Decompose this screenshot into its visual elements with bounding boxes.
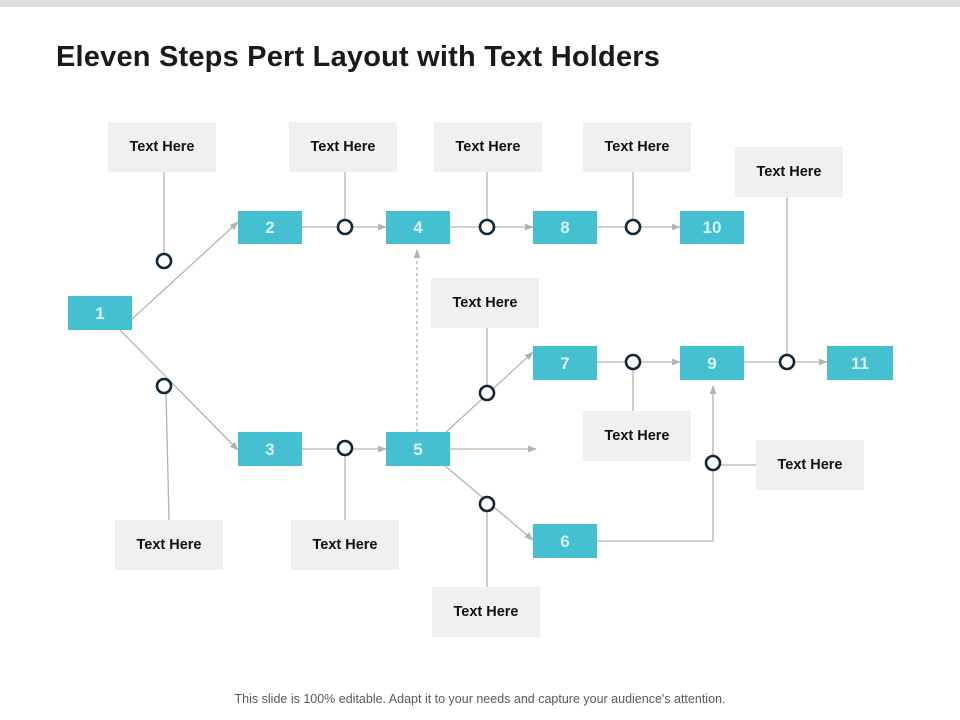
step-node-6[interactable]: 6	[533, 524, 597, 558]
text-holder-label: Text Here	[129, 138, 195, 155]
edge-1-to-2	[119, 221, 239, 331]
top-accent-bar	[0, 0, 960, 7]
text-holder-label: Text Here	[604, 138, 670, 155]
milestone-node-8[interactable]	[478, 495, 496, 513]
milestone-node-4[interactable]	[478, 218, 496, 236]
text-holder-11[interactable]: Text Here	[432, 587, 540, 637]
leader-line-th9	[165, 391, 170, 521]
step-node-8[interactable]: 8	[533, 211, 597, 244]
milestone-node-6[interactable]	[336, 439, 354, 457]
text-holder-8[interactable]: Text Here	[756, 440, 864, 490]
step-node-label: 4	[413, 218, 423, 237]
footer-note: This slide is 100% editable. Adapt it to…	[234, 692, 726, 706]
step-node-3[interactable]: 3	[238, 432, 302, 466]
text-holder-7[interactable]: Text Here	[583, 411, 691, 461]
edge-1-to-3	[119, 329, 239, 451]
step-node-label: 6	[560, 531, 570, 551]
step-node-label: 11	[851, 353, 869, 373]
text-holder-4[interactable]: Text Here	[583, 122, 691, 172]
text-holder-10[interactable]: Text Here	[291, 520, 399, 570]
text-holder-3[interactable]: Text Here	[434, 122, 542, 172]
text-holder-5[interactable]: Text Here	[735, 147, 843, 197]
step-node-5[interactable]: 5	[386, 432, 450, 466]
step-node-11[interactable]: 11	[827, 346, 893, 380]
text-holder-label: Text Here	[453, 603, 519, 620]
edge-6-to-9	[597, 385, 717, 542]
text-holder-1[interactable]: Text Here	[108, 122, 216, 172]
step-node-label: 2	[265, 218, 275, 237]
step-node-label: 1	[95, 303, 105, 323]
step-node-4[interactable]: 4	[386, 211, 450, 244]
text-holder-label: Text Here	[604, 427, 670, 444]
step-node-label: 7	[560, 353, 570, 373]
text-holder-label: Text Here	[310, 138, 376, 155]
step-node-label: 8	[560, 218, 570, 237]
milestone-node-2[interactable]	[155, 377, 173, 395]
milestone-node-7[interactable]	[478, 384, 496, 402]
text-holder-9[interactable]: Text Here	[115, 520, 223, 570]
text-holder-label: Text Here	[777, 456, 843, 473]
milestone-node-5[interactable]	[624, 218, 642, 236]
step-node-7[interactable]: 7	[533, 346, 597, 380]
text-holder-label: Text Here	[452, 294, 518, 311]
text-holder-label: Text Here	[312, 536, 378, 553]
step-node-label: 9	[707, 353, 717, 373]
step-node-10[interactable]: 10	[680, 211, 744, 244]
step-node-label: 10	[702, 218, 722, 237]
step-node-2[interactable]: 2	[238, 211, 302, 244]
text-holder-6[interactable]: Text Here	[431, 278, 539, 328]
step-node-9[interactable]: 9	[680, 346, 744, 380]
step-node-label: 5	[413, 439, 423, 459]
milestone-node-1[interactable]	[155, 252, 173, 270]
milestone-layer	[155, 218, 796, 513]
step-node-label: 3	[265, 439, 275, 459]
step-node-1[interactable]: 1	[68, 296, 132, 330]
text-holder-2[interactable]: Text Here	[289, 122, 397, 172]
milestone-node-11[interactable]	[704, 454, 722, 472]
page-title: Eleven Steps Pert Layout with Text Holde…	[56, 41, 661, 74]
text-holder-label: Text Here	[136, 536, 202, 553]
text-holder-label: Text Here	[756, 163, 822, 180]
milestone-node-10[interactable]	[778, 353, 796, 371]
milestone-node-9[interactable]	[624, 353, 642, 371]
text-holder-label: Text Here	[455, 138, 521, 155]
milestone-node-3[interactable]	[336, 218, 354, 236]
